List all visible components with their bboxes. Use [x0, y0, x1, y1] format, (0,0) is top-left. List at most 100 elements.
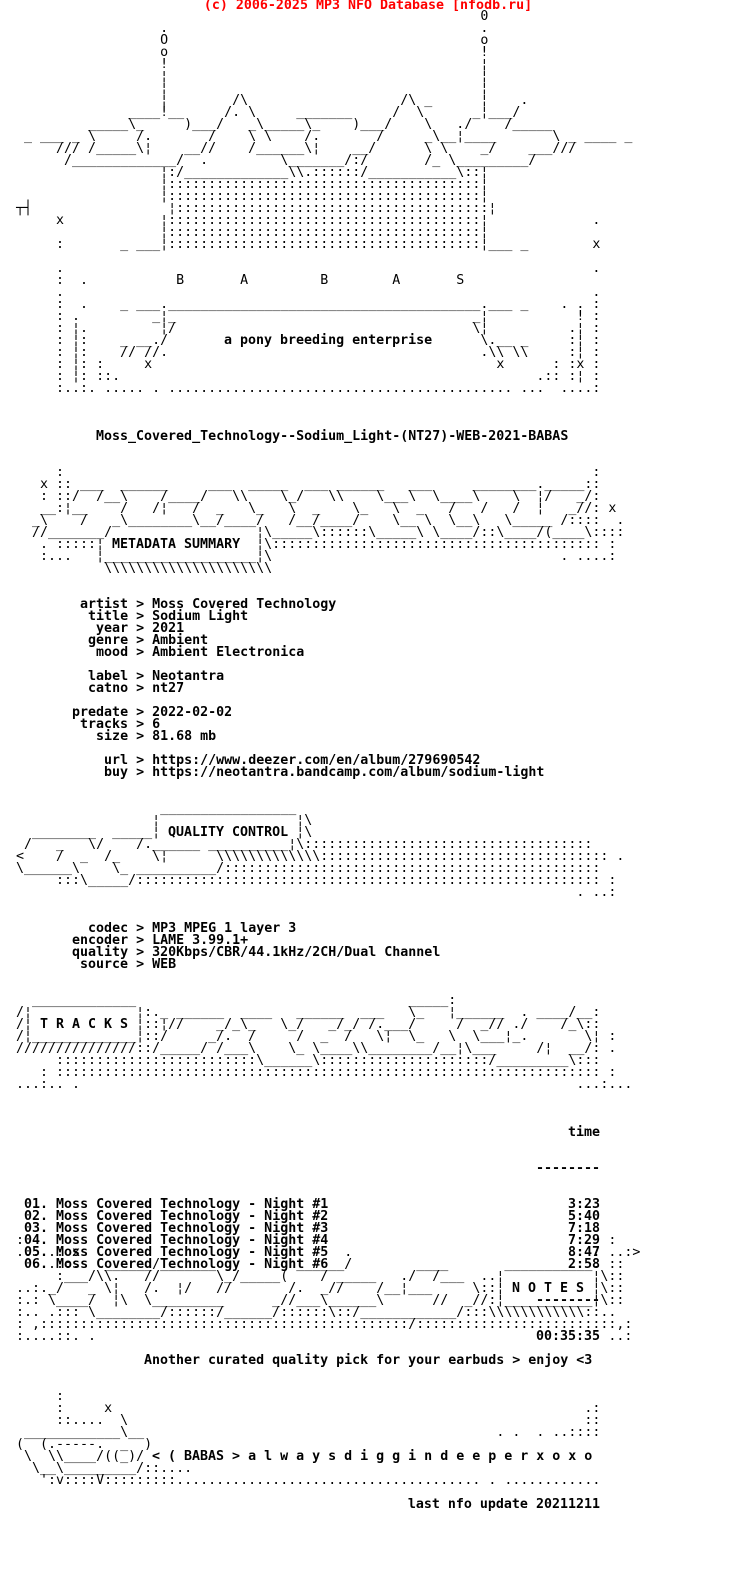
- metadata-banner-art: : : x :: ___ ______ ___ _____ ___ ______…: [32, 465, 625, 576]
- babas-logo-art: 0 . . O o o !: [16, 9, 633, 396]
- separator: >: [136, 957, 145, 972]
- field-label: artist: [80, 597, 129, 612]
- release-name: Moss_Covered_Technology--Sodium_Light-(N…: [96, 429, 569, 444]
- separator: >: [136, 933, 145, 948]
- separator: >: [136, 729, 145, 744]
- separator: >: [136, 717, 145, 732]
- track-label: 01. Moss Covered Technology - Night #1: [24, 1197, 328, 1212]
- field-row: genre > Ambient: [0, 633, 544, 648]
- track-title: Moss Covered Technology - Night #3: [56, 1221, 329, 1236]
- notes-text: Another curated quality pick for your ea…: [144, 1353, 593, 1368]
- quality-banner-art: _________________ ¦ ¦\ ________ _____¦ ¦…: [16, 801, 625, 900]
- field-value: WEB: [152, 957, 177, 972]
- track-label: 06. Moss Covered Technology - Night #6: [24, 1257, 329, 1272]
- field-label: title: [88, 609, 129, 624]
- field-label: catno: [88, 681, 129, 696]
- tracks-section-title: T R A C K S: [40, 1017, 129, 1032]
- track-time: 7:29: [567, 1233, 600, 1248]
- field-value: 320Kbps/CBR/44.1kHz/2CH/Dual Channel: [152, 945, 441, 960]
- field-row: title > Sodium Light: [0, 609, 544, 624]
- track-number: 01.: [24, 1197, 49, 1212]
- field-value: LAME 3.99.1+: [152, 933, 249, 948]
- track-row: 05. Moss Covered Technology - Night #5 8:…: [24, 1245, 600, 1260]
- notes-section-title: N O T E S: [512, 1281, 585, 1296]
- tracklist: time -------- 01. Moss Covered Technolog…: [24, 1103, 600, 1367]
- field-label: encoder: [72, 933, 129, 948]
- track-title: Moss Covered Technology - Night #6: [56, 1257, 329, 1272]
- field-row: size > 81.68 mb: [0, 729, 544, 744]
- field-label: source: [80, 957, 129, 972]
- field-label: url: [104, 753, 129, 768]
- field-row: quality > 320Kbps/CBR/44.1kHz/2CH/Dual C…: [0, 945, 441, 960]
- track-label: 05. Moss Covered Technology - Night #5: [24, 1245, 329, 1260]
- field-row: encoder > LAME 3.99.1+: [0, 933, 440, 948]
- field-row: source > WEB: [0, 957, 440, 972]
- field-label: tracks: [80, 717, 129, 732]
- field-value: 2022-02-02: [152, 705, 233, 720]
- field-value: 6: [152, 717, 161, 732]
- separator: >: [136, 609, 145, 624]
- track-title: Moss Covered Technology - Night #4: [56, 1233, 329, 1248]
- field-value: Ambient: [152, 633, 209, 648]
- field-label: quality: [72, 945, 129, 960]
- field-value: Moss Covered Technology: [152, 597, 337, 612]
- tracklist-rule: --------: [24, 1161, 600, 1176]
- field-row: predate > 2022-02-02: [0, 705, 544, 720]
- logo-tagline: a pony breeding enterprise: [224, 333, 433, 348]
- field-label: year: [96, 621, 129, 636]
- footer-tagline: < ( BABAS > a l w a y s d i g g i n d e …: [152, 1449, 593, 1464]
- track-title: Moss Covered Technology - Night #5: [56, 1245, 329, 1260]
- track-label: 02. Moss Covered Technology - Night #2: [24, 1209, 329, 1224]
- separator: >: [136, 597, 145, 612]
- separator: >: [136, 669, 145, 684]
- separator: >: [136, 633, 145, 648]
- field-value: https://www.deezer.com/en/album/27969054…: [152, 753, 481, 768]
- separator: >: [136, 945, 145, 960]
- field-row: url > https://www.deezer.com/en/album/27…: [0, 753, 544, 768]
- field-label: label: [88, 669, 129, 684]
- field-value: MP3 MPEG 1 layer 3: [152, 921, 297, 936]
- field-label: codec: [88, 921, 129, 936]
- tracklist-header: time: [24, 1125, 600, 1140]
- field-row: artist > Moss Covered Technology: [0, 597, 544, 612]
- field-row: tracks > 6: [0, 717, 544, 732]
- last-update: last nfo update 20211211: [407, 1497, 600, 1512]
- separator: >: [136, 621, 145, 636]
- track-title: Moss Covered Technology - Night #2: [56, 1209, 329, 1224]
- field-label: buy: [104, 765, 129, 780]
- track-time: 8:47: [567, 1245, 600, 1260]
- tracklist-rule: --------: [24, 1294, 600, 1307]
- separator: >: [136, 645, 145, 660]
- separator: >: [136, 681, 145, 696]
- field-label: mood: [96, 645, 129, 660]
- database-copyright-title: (c) 2006-2025 MP3 NFO Database [nfodb.ru…: [203, 0, 533, 13]
- rule: --------: [535, 1161, 600, 1176]
- field-row: catno > nt27: [0, 681, 544, 696]
- separator: >: [136, 753, 145, 768]
- field-row: year > 2021: [0, 621, 544, 636]
- metadata-section-title: METADATA SUMMARY: [112, 537, 241, 552]
- field-value: Sodium Light: [152, 609, 249, 624]
- field-label: size: [96, 729, 129, 744]
- field-value: https://neotantra.bandcamp.com/album/sod…: [152, 765, 545, 780]
- track-number: 06.: [24, 1257, 49, 1272]
- time-column-header: time: [567, 1125, 600, 1140]
- track-label: 03. Moss Covered Technology - Night #3: [24, 1221, 329, 1236]
- field-label: genre: [88, 633, 129, 648]
- separator: >: [136, 765, 145, 780]
- footer-pony-art: : : x .: ::.... \ :: ____________\__: [16, 1389, 601, 1488]
- notes-banner-art: : : .....: x _ . . ..:> .::. ______/____…: [16, 1233, 641, 1344]
- total-time: 00:35:35: [535, 1329, 600, 1344]
- tracks-banner-art: _____________ _____: /¦ ¦:._ ______ ____…: [16, 993, 633, 1092]
- track-number: 05.: [24, 1245, 49, 1260]
- field-value: Neotantra: [152, 669, 225, 684]
